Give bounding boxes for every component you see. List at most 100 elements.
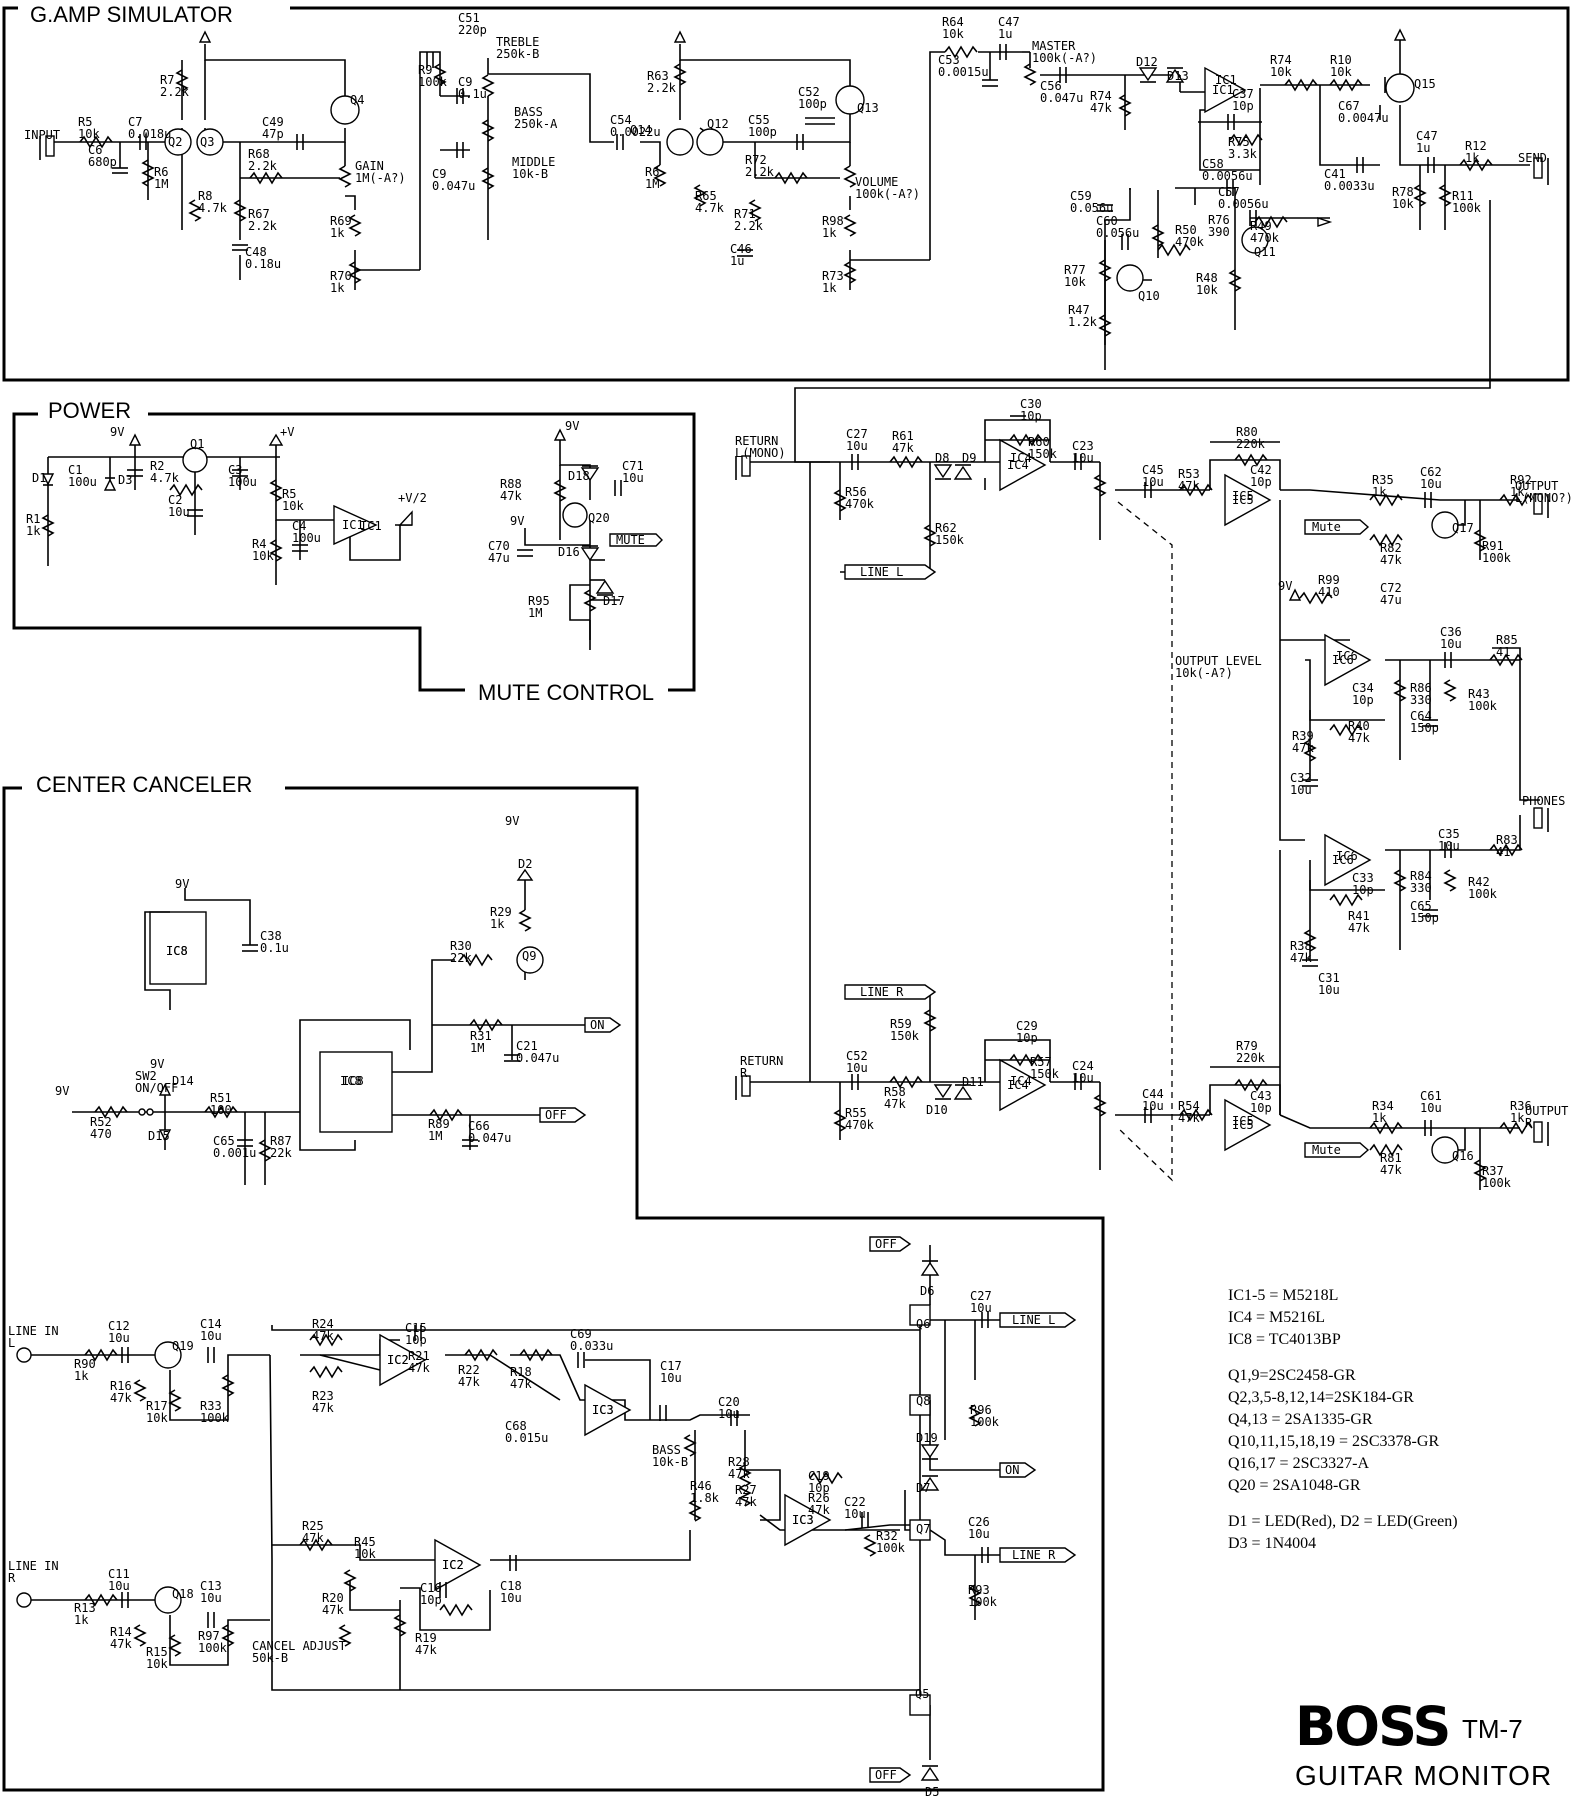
supply-9v-1: 9V [110,425,124,439]
component-label-cc-65: IC2 [442,1558,464,1572]
component-label-cc-19: Q6 [916,1317,930,1331]
note-line: Q16,17 = 2SC3327-A [1228,1455,1369,1472]
cc-wiring: IC8 IC8 [30,880,1000,1760]
amp-sim-wiring [52,40,1530,463]
model-name: TM-7 [1462,1714,1523,1744]
section-title-mute-control: MUTE CONTROL [478,680,654,705]
component-label-cc-45: IC3 [792,1513,814,1527]
supply-9v-8: 9V [1278,579,1292,593]
mute-tag-lower: Mute [1312,1143,1341,1157]
component-label-cc-48: Q8 [916,1394,930,1408]
line-r-tag: LINE R [860,985,904,999]
brand-logo: BOSS [1295,1695,1449,1758]
supply-9v-3: 9V [510,514,524,528]
connector-labels: INPUT SEND PHONES 9V +V +V/2 9V 9V 9V 9V… [24,128,1565,1098]
component-label-cc-18: D6 [920,1284,934,1298]
component-label-power-16: D16 [558,545,580,559]
component-label-output-8: IC4 [1010,451,1032,465]
svg-text:IC3: IC3 [592,1403,614,1417]
component-label-power-15: Q20 [588,511,610,525]
note-line: Q10,11,15,18,19 = 2SC3378-GR [1228,1433,1439,1450]
section-title-center-canceler: CENTER CANCELER [36,772,252,797]
component-label-amp-30: Q13 [857,101,879,115]
on-tag-lower: ON [1005,1463,1019,1477]
section-title-amp-sim: G.AMP SIMULATOR [30,2,233,27]
component-label-cc-11: D15 [148,1129,170,1143]
amp-sim-symbols: IC1 [39,28,1549,337]
component-label-power-11: IC1 [360,519,382,533]
note-line: Q2,3,5-8,12,14=2SK184-GR [1228,1389,1414,1406]
cc-symbols: IC2 IC3 IC3 IC2 [16,868,1077,1783]
note-line: IC1-5 = M5218L [1228,1287,1338,1304]
line-r-out-tag: LINE R [1012,1548,1056,1562]
svg-text:IC3: IC3 [792,1513,814,1527]
supply-9v-2: 9V [565,419,579,433]
component-label-amp-6: Q3 [200,135,214,149]
component-label-cc-58: Q18 [172,1587,194,1601]
component-label-cc-71: Q5 [915,1687,929,1701]
component-label-cc-49: D19 [916,1431,938,1445]
